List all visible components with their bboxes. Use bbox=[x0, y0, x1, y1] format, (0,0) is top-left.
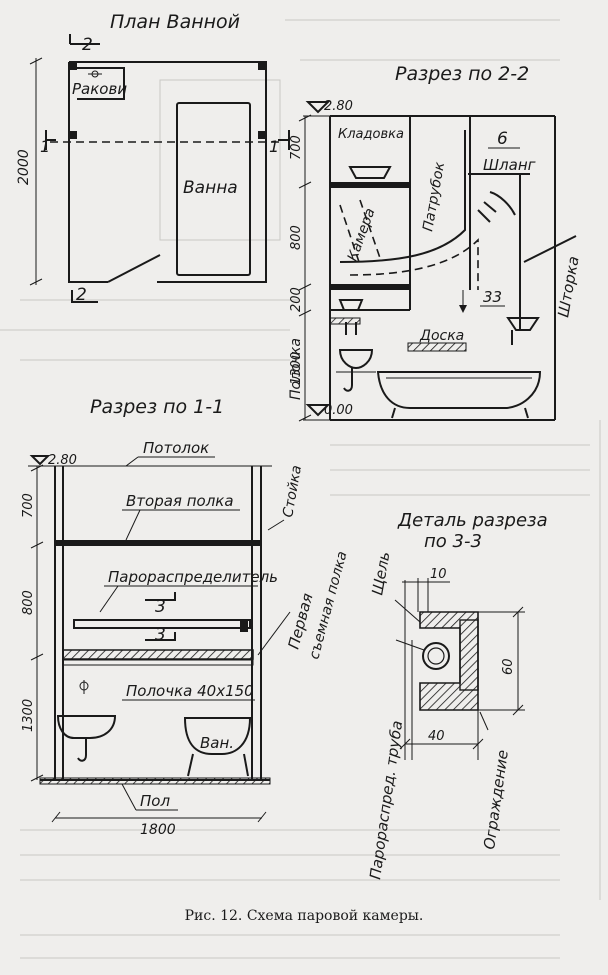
small-shelf-label: Полочка 40х150 bbox=[126, 682, 254, 700]
section-2-bottom-label: 2 bbox=[76, 285, 87, 305]
level-bottom-22: 0.00 bbox=[324, 403, 353, 418]
dim-1300-11: 1300 bbox=[21, 699, 36, 732]
shelf-22-lower bbox=[330, 284, 410, 290]
level-top-11: 2.80 bbox=[48, 453, 77, 468]
plan-length-dim: 2000 bbox=[16, 149, 32, 185]
corner-post bbox=[69, 131, 77, 139]
plan-view: План Ванной 2 Ракови Ванна 1 1 2 2000 bbox=[16, 11, 290, 305]
second-shelf-label: Вторая полка bbox=[126, 492, 234, 510]
curtain-label: Шторка bbox=[554, 255, 582, 319]
bath-label: Ванна bbox=[183, 178, 238, 198]
pipe-detail-label: Парораспред. труба bbox=[366, 719, 406, 880]
section-2-2-view: Разрез по 2-2 2.80 0.00 700 800 200 1300… bbox=[288, 63, 583, 422]
distributor-label: Парораспределитель bbox=[108, 568, 278, 586]
num-6-label: 6 bbox=[497, 129, 508, 149]
level-top-22: 2.80 bbox=[324, 99, 353, 114]
gap-label: Щель bbox=[368, 550, 393, 597]
pantry-label: Кладовка bbox=[338, 127, 404, 142]
board-label: Доска bbox=[419, 328, 464, 344]
detail-title-2: по 3-3 bbox=[424, 531, 482, 552]
section-2-top-label: 2 bbox=[82, 35, 93, 55]
width-1800: 1800 bbox=[140, 822, 176, 838]
pipe-label: Патрубок bbox=[420, 160, 448, 232]
dim-1300-22: 1300 bbox=[289, 352, 304, 385]
post-label: Стойка bbox=[280, 464, 305, 519]
dim-40: 40 bbox=[428, 729, 445, 744]
section-2-2-title: Разрез по 2-2 bbox=[395, 63, 529, 85]
shelf-label-22: Полочка bbox=[288, 338, 304, 400]
section-1-right-label: 1 bbox=[269, 137, 279, 156]
corner-post bbox=[258, 131, 266, 139]
second-shelf bbox=[55, 540, 261, 546]
corner-post bbox=[69, 62, 77, 70]
dim-700-22: 700 bbox=[289, 135, 304, 160]
dim-60: 60 bbox=[501, 658, 516, 675]
first-removable-shelf bbox=[62, 649, 254, 660]
hose-label: Шланг bbox=[483, 156, 536, 174]
detail-title-1: Деталь разреза bbox=[397, 510, 548, 531]
num-33-label: 33 bbox=[483, 288, 502, 306]
plan-title: План Ванной bbox=[110, 11, 240, 33]
bath-label-11: Ван. bbox=[200, 734, 234, 752]
corner-post bbox=[258, 62, 266, 70]
detail-3-3-view: Деталь разреза по 3-3 Щель 10 60 40 Паро… bbox=[366, 510, 547, 881]
section-1-1-view: Разрез по 1-1 2.80 Потолок Стойка 700 80… bbox=[21, 396, 351, 838]
dim-200-22: 200 bbox=[289, 287, 304, 312]
figure-caption: Рис. 12. Схема паровой камеры. bbox=[184, 908, 424, 924]
fence-label: Ограждение bbox=[480, 749, 512, 851]
sink-label: Ракови bbox=[72, 80, 127, 98]
section-3-lower-label: 3 bbox=[155, 625, 166, 645]
shelf-22-upper bbox=[330, 182, 410, 188]
dim-800-22: 800 bbox=[289, 225, 304, 250]
ceiling-label: Потолок bbox=[143, 439, 209, 457]
dim-800-11: 800 bbox=[21, 590, 36, 615]
bleed-through-background bbox=[0, 19, 601, 959]
section-1-left-label: 1 bbox=[40, 137, 50, 156]
floor-label: Пол bbox=[140, 792, 170, 810]
dim-10: 10 bbox=[430, 567, 447, 582]
section-1-1-title: Разрез по 1-1 bbox=[90, 396, 224, 418]
section-3-upper-label: 3 bbox=[155, 597, 166, 617]
dim-700-11: 700 bbox=[21, 493, 36, 518]
